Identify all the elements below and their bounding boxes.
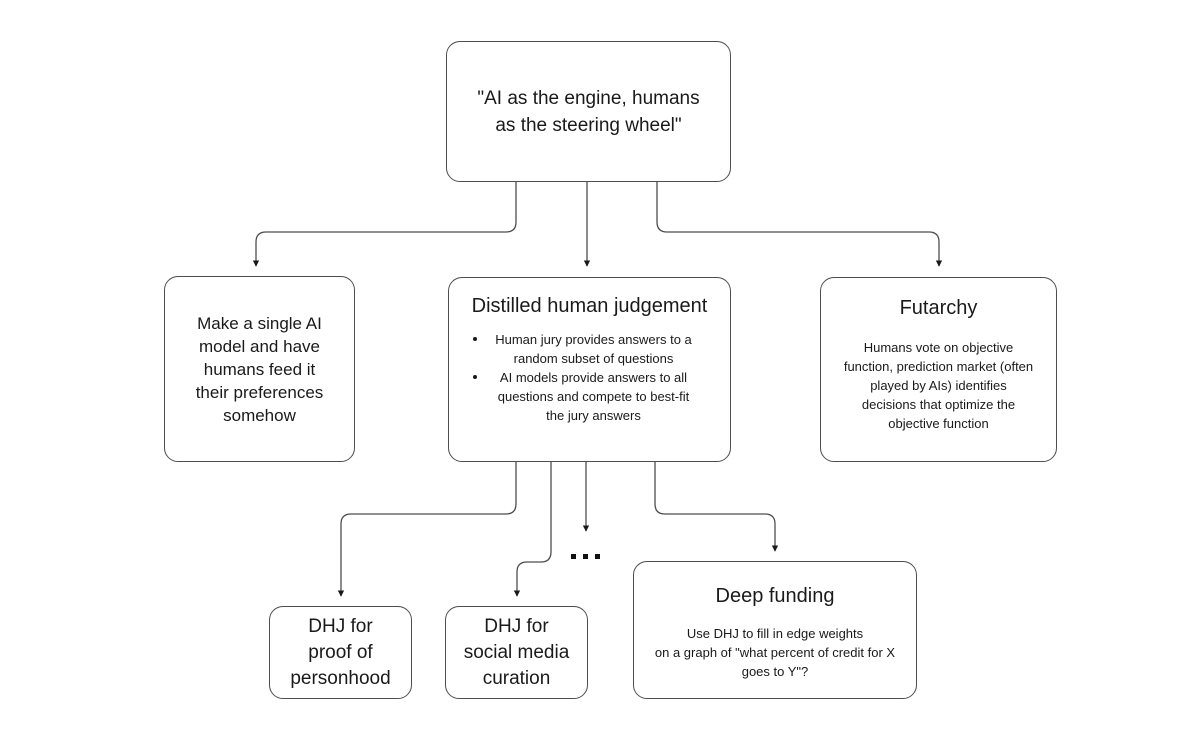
node-social-media-line-2: social media — [463, 641, 570, 663]
node-deep-funding-line-3: goes to Y"? — [741, 664, 809, 679]
node-single-ai-line-1: Make a single AI — [197, 313, 322, 333]
node-personhood-line-3: personhood — [290, 667, 391, 689]
node-personhood-line-1: DHJ for — [308, 615, 373, 637]
node-single-ai-line-4: their preferences — [195, 382, 324, 402]
list-item: Human jury provides answers to a random … — [449, 330, 730, 368]
ellipsis-dot-icon — [571, 554, 576, 559]
node-dhj-proof-of-personhood[interactable]: DHJ for proof of personhood — [269, 606, 412, 699]
bullet-dot-icon — [473, 337, 477, 341]
ellipsis-dot-icon — [595, 554, 600, 559]
node-deep-funding-title: Deep funding — [715, 585, 835, 607]
edge-root-to-futarchy — [656, 182, 943, 267]
node-single-ai-line-5: somehow — [223, 405, 296, 425]
node-single-ai-line-2: model and have — [199, 336, 320, 356]
node-dhj-title: Distilled human judgement — [471, 295, 708, 317]
node-futarchy-title: Futarchy — [899, 297, 978, 319]
node-deep-funding-line-2: on a graph of "what percent of credit fo… — [654, 645, 896, 660]
node-root-thesis[interactable]: "AI as the engine, humans as the steerin… — [446, 41, 731, 182]
edge-dhj-to-social-media — [513, 462, 552, 597]
node-dhj-social-media-curation[interactable]: DHJ for social media curation — [445, 606, 588, 699]
node-deep-funding[interactable]: Deep funding Use DHJ to fill in edge wei… — [633, 561, 917, 699]
node-personhood-line-2: proof of — [308, 641, 373, 663]
edge-dhj-to-personhood — [337, 462, 517, 597]
node-dhj-bullet-2: AI models provide answers to all questio… — [497, 370, 690, 423]
ellipsis-more-indicator — [571, 554, 600, 559]
node-single-ai-line-3: humans feed it — [203, 359, 316, 379]
node-root-line-2: as the steering wheel" — [495, 114, 682, 136]
edge-root-to-single-ai — [252, 182, 517, 267]
edge-dhj-to-deep-funding — [654, 462, 779, 552]
node-futarchy[interactable]: Futarchy Humans vote on objective functi… — [820, 277, 1057, 462]
node-dhj-bullet-list: Human jury provides answers to a random … — [449, 330, 730, 425]
node-single-ai-model[interactable]: Make a single AI model and have humans f… — [164, 276, 355, 462]
node-deep-funding-line-1: Use DHJ to fill in edge weights — [686, 626, 864, 641]
bullet-dot-icon — [473, 375, 477, 379]
node-distilled-human-judgement[interactable]: Distilled human judgement Human jury pro… — [448, 277, 731, 462]
list-item: AI models provide answers to all questio… — [449, 368, 730, 425]
node-social-media-line-3: curation — [482, 667, 551, 689]
node-social-media-line-1: DHJ for — [484, 615, 549, 637]
node-dhj-bullet-1: Human jury provides answers to a random … — [495, 332, 692, 366]
node-root-line-1: "AI as the engine, humans — [477, 87, 700, 109]
ellipsis-dot-icon — [583, 554, 588, 559]
node-futarchy-body: Humans vote on objective function, predi… — [843, 340, 1034, 431]
